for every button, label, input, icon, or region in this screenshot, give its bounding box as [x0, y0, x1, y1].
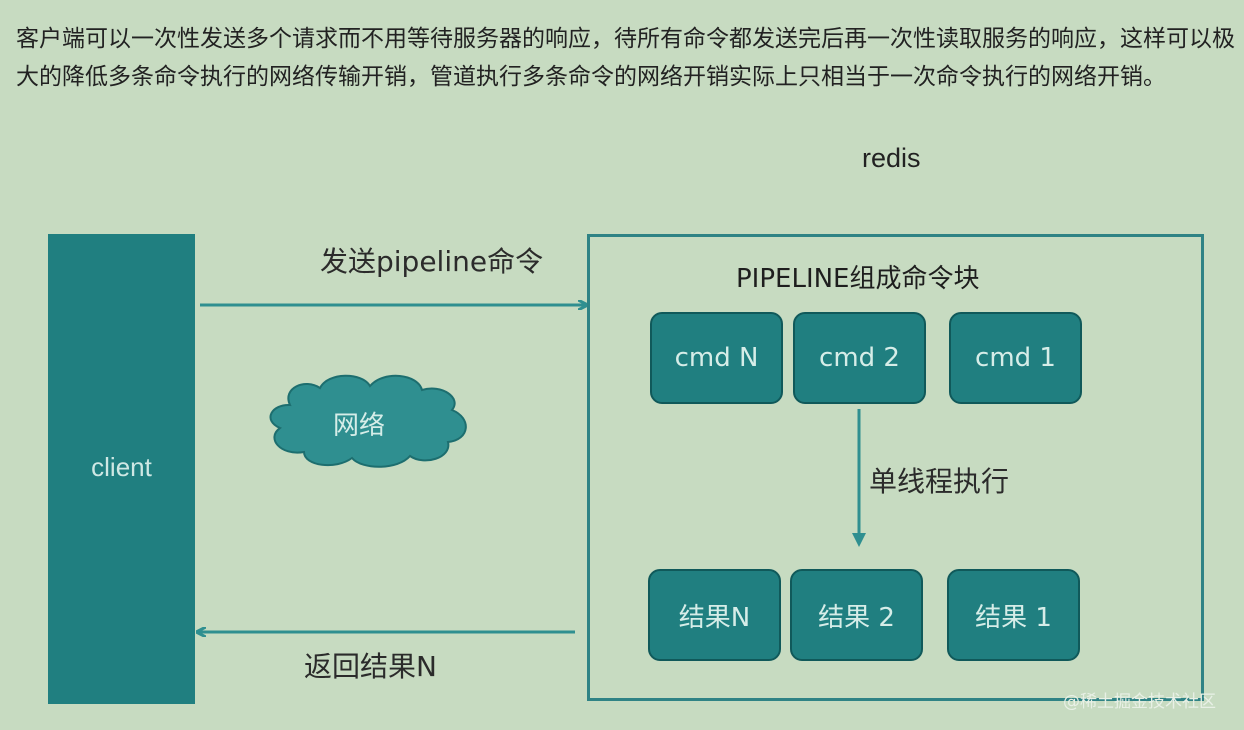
redis-label: redis — [862, 143, 921, 173]
command-box: cmd 1 — [949, 312, 1082, 404]
command-box: cmd 2 — [793, 312, 926, 404]
result-box: 结果 2 — [790, 569, 923, 661]
intro-paragraph: 客户端可以一次性发送多个请求而不用等待服务器的响应，待所有命令都发送完后再一次性… — [16, 26, 1235, 90]
watermark: @稀土掘金技术社区 — [1063, 692, 1216, 712]
network-cloud-icon — [269, 374, 467, 468]
single-thread-exec-label: 单线程执行 — [869, 465, 1010, 498]
result-box: 结果N — [648, 569, 781, 661]
send-pipeline-label: 发送pipeline命令 — [320, 245, 544, 278]
client-label: client — [91, 452, 152, 482]
return-result-label: 返回结果N — [304, 650, 437, 683]
client-block: client — [48, 234, 195, 704]
command-box: cmd N — [650, 312, 783, 404]
redis-server-box — [587, 234, 1204, 701]
network-label: 网络 — [333, 411, 386, 441]
result-box: 结果 1 — [947, 569, 1080, 661]
pipeline-block-title: PIPELINE组成命令块 — [736, 264, 980, 294]
